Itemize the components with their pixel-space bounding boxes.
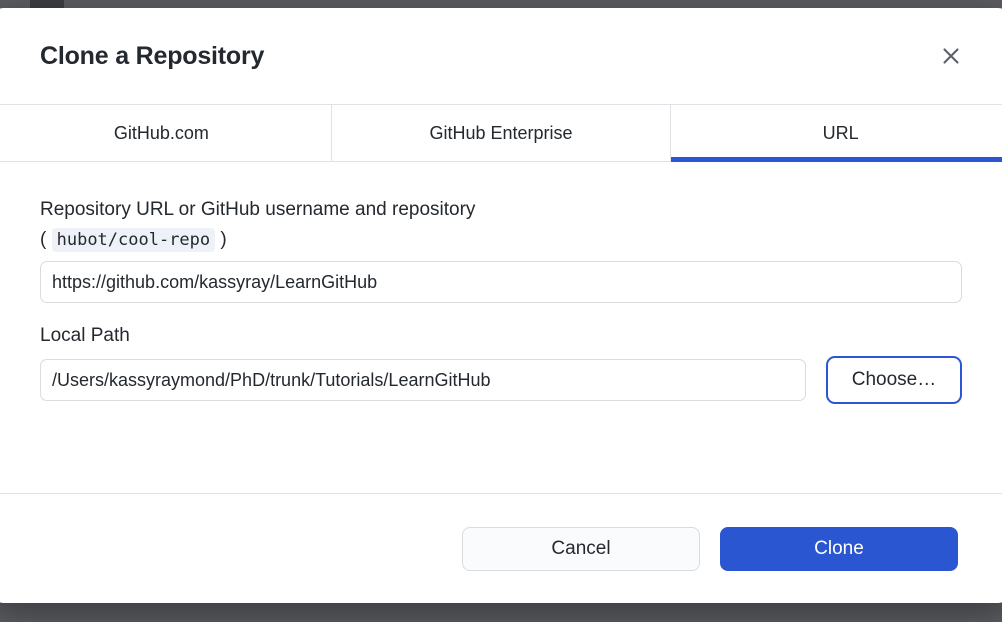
close-icon[interactable] xyxy=(934,39,968,73)
local-path-input[interactable] xyxy=(40,359,806,402)
tab-url[interactable]: URL xyxy=(671,105,1002,162)
dialog-footer: Cancel Clone xyxy=(0,493,1002,603)
paren-close: ) xyxy=(220,228,227,250)
dialog-header: Clone a Repository xyxy=(0,8,1002,104)
tab-github-com[interactable]: GitHub.com xyxy=(0,105,332,161)
repository-url-label: Repository URL or GitHub username and re… xyxy=(40,196,962,253)
repository-url-input[interactable] xyxy=(40,261,962,304)
local-path-row: Choose… xyxy=(40,356,962,405)
tab-label: URL xyxy=(822,122,859,143)
tab-label: GitHub.com xyxy=(113,122,209,143)
clone-repository-dialog: Clone a Repository GitHub.com GitHub Ent… xyxy=(0,8,1002,603)
dialog-body: Repository URL or GitHub username and re… xyxy=(0,162,1002,493)
example-repo-code: hubot/cool-repo xyxy=(51,227,216,252)
spacer xyxy=(40,303,962,325)
paren-open: ( xyxy=(40,228,47,250)
source-tabs: GitHub.com GitHub Enterprise URL xyxy=(0,104,1002,162)
clone-button[interactable]: Clone xyxy=(720,526,958,571)
choose-folder-button[interactable]: Choose… xyxy=(826,356,962,405)
repository-url-label-text: Repository URL or GitHub username and re… xyxy=(40,199,476,220)
cancel-button[interactable]: Cancel xyxy=(462,526,700,571)
local-path-label: Local Path xyxy=(40,325,130,347)
background-window-strip xyxy=(30,0,64,9)
page-title: Clone a Repository xyxy=(40,41,265,70)
tab-label: GitHub Enterprise xyxy=(429,122,573,143)
repository-url-example: ( hubot/cool-repo ) xyxy=(40,226,962,254)
tab-github-enterprise[interactable]: GitHub Enterprise xyxy=(331,105,672,161)
